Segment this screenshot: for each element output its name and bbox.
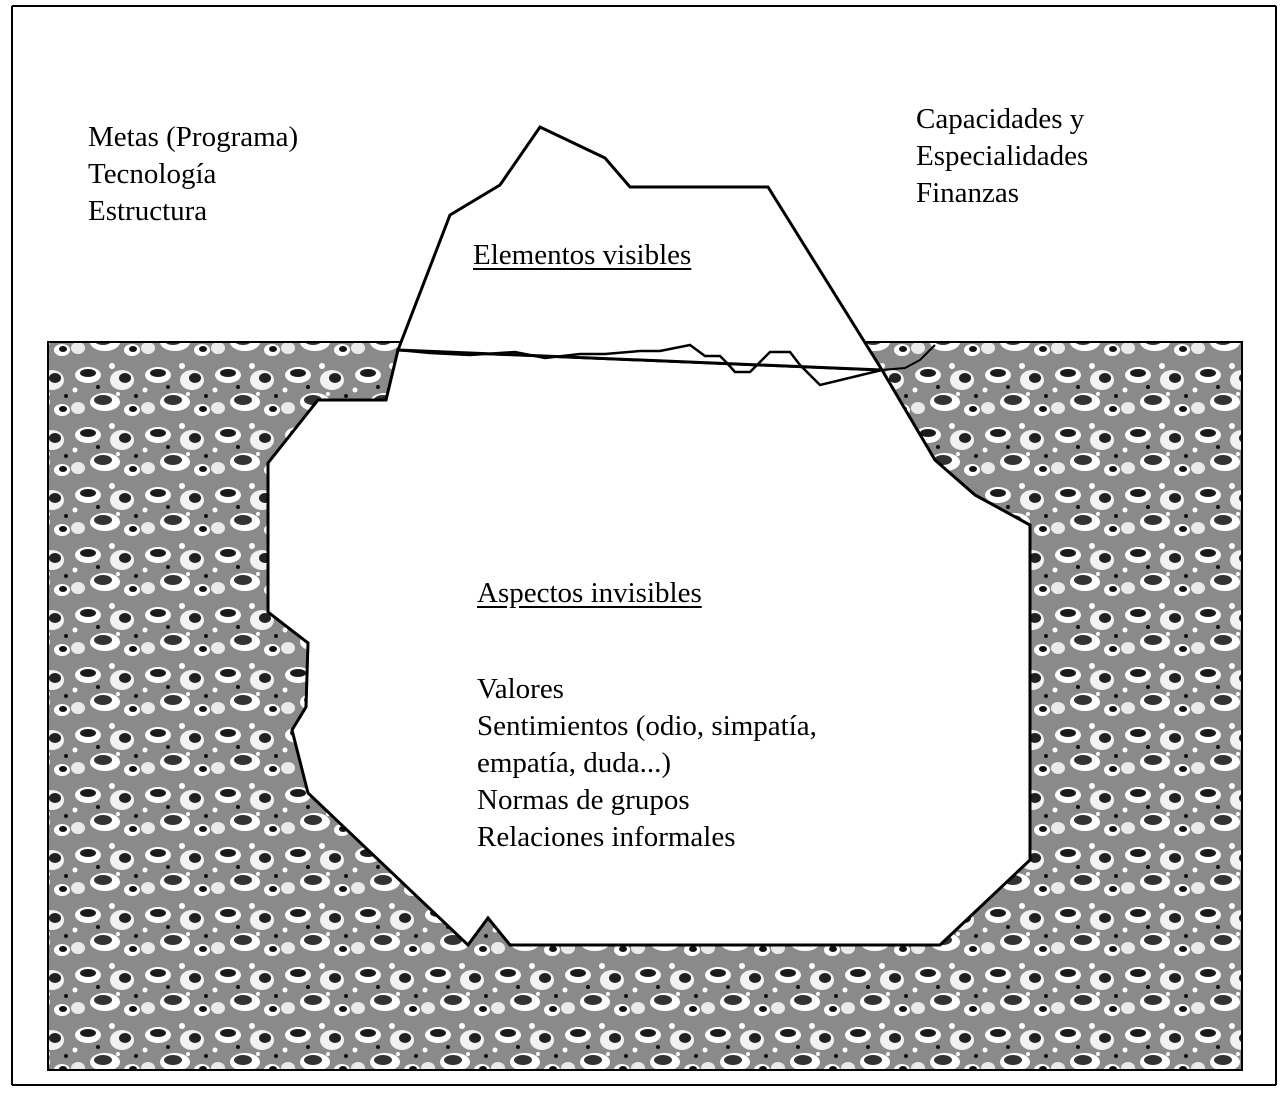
- list-item: Sentimientos (odio, simpatía,: [477, 710, 817, 742]
- waterline-right: [881, 344, 936, 371]
- visible-elements-label: Elementos visibles: [473, 239, 692, 271]
- visible-elements-left-list: Metas (Programa) Tecnología Estructura: [88, 119, 298, 230]
- visible-elements-right-list: Capacidades y Especialidades Finanzas: [916, 101, 1088, 212]
- list-item: Relaciones informales: [477, 821, 736, 853]
- list-item: empatía, duda...): [477, 747, 672, 779]
- list-item: Estructura: [88, 195, 208, 227]
- list-item: Especialidades: [916, 140, 1089, 172]
- list-item: Tecnología: [88, 158, 217, 190]
- invisible-aspects-list: Valores Sentimientos (odio, simpatía, em…: [477, 671, 817, 856]
- list-item: Normas de grupos: [477, 784, 690, 816]
- iceberg-tip: [395, 125, 885, 372]
- list-item: Metas (Programa): [88, 121, 299, 153]
- invisible-aspects-label: Aspectos invisibles: [477, 577, 702, 609]
- iceberg-underwater: [266, 348, 1032, 948]
- list-item: Capacidades y: [916, 103, 1085, 135]
- list-item: Finanzas: [916, 177, 1020, 209]
- list-item: Valores: [477, 673, 564, 705]
- waterline: [397, 343, 883, 387]
